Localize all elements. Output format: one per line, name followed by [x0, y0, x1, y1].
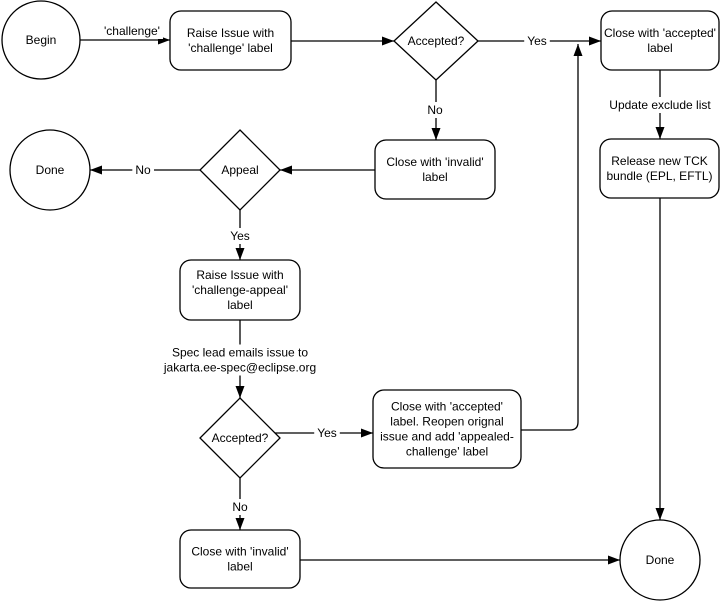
edge-label-background	[424, 102, 446, 118]
label-text: No	[135, 163, 151, 177]
label-text: Begin	[26, 33, 57, 47]
edge-label-background	[229, 499, 251, 515]
rounded-rect-shape	[169, 10, 292, 71]
node-close-accepted-reopen[interactable]: Close with 'accepted'label. Reopen orign…	[372, 389, 522, 469]
node-begin[interactable]: Begin	[1, 0, 81, 80]
node-raise-challenge-issue[interactable]: Raise Issue with'challenge' label	[169, 10, 292, 71]
label-text: Done	[36, 163, 65, 177]
edge-label-appeal-no-to-done: No	[132, 162, 154, 178]
label-text: Yes	[317, 426, 337, 440]
rounded-rect-shape	[600, 10, 720, 71]
label-text: Raise Issue with'challenge' label	[187, 26, 274, 55]
edge-label-background	[101, 23, 163, 39]
label-text: Done	[646, 553, 675, 567]
label-text: Close with 'accepted'label. Reopen orign…	[380, 400, 514, 459]
edge-label-appeal-accepted-no: No	[229, 499, 251, 515]
edge-label-background	[606, 97, 715, 113]
edge-label-background	[524, 33, 550, 49]
label-text: No	[427, 103, 443, 117]
diamond-shape	[199, 397, 281, 479]
edge-label-background	[159, 344, 320, 376]
label-text: Yes	[527, 34, 547, 48]
node-appeal-decision[interactable]: Appeal	[199, 129, 281, 211]
label-text: Update exclude list	[609, 98, 711, 112]
edge-reopen-feedback-to-close-accepted	[521, 44, 583, 431]
node-raise-challenge-appeal-issue[interactable]: Raise Issue with'challenge-appeal'label	[179, 259, 301, 321]
node-done-appeal-rejected[interactable]: Done	[9, 129, 91, 211]
edge-label-accepted-no-to-close-invalid: No	[424, 102, 446, 118]
label-text: Close with 'invalid'label	[386, 155, 483, 184]
diamond-shape	[393, 1, 479, 81]
edge-label-appeal-yes-to-raise-appeal: Yes	[227, 228, 253, 244]
rounded-rect-shape	[374, 139, 496, 200]
rounded-rect-shape	[599, 138, 720, 199]
edge-label-background	[132, 162, 154, 178]
node-appeal-accepted-decision[interactable]: Accepted?	[199, 397, 281, 479]
node-close-invalid-challenge[interactable]: Close with 'invalid'label	[374, 139, 496, 200]
label-text: Yes	[230, 229, 250, 243]
label-text: No	[232, 500, 248, 514]
label-text: Close with 'accepted'label	[604, 26, 716, 55]
edge-label-appeal-accepted-yes: Yes	[314, 425, 340, 441]
label-text: Accepted?	[212, 431, 269, 445]
edge-label-accepted-yes-to-close-accepted: Yes	[524, 33, 550, 49]
label-text: Close with 'invalid'label	[191, 545, 288, 574]
edge-label-begin-to-raise-issue: 'challenge'	[101, 23, 163, 39]
label-text: Accepted?	[408, 34, 465, 48]
rounded-rect-shape	[372, 389, 522, 469]
node-done-final[interactable]: Done	[619, 519, 701, 601]
rounded-rect-shape	[179, 529, 301, 589]
rounded-rect-shape	[179, 259, 301, 321]
circle-shape	[1, 0, 81, 80]
node-close-invalid-appeal[interactable]: Close with 'invalid'label	[179, 529, 301, 589]
diamond-shape	[199, 129, 281, 211]
node-challenge-accepted-decision[interactable]: Accepted?	[393, 1, 479, 81]
edge-label-close-accepted-to-release: Update exclude list	[606, 97, 715, 113]
label-text: Appeal	[221, 163, 258, 177]
edge-layer	[80, 35, 665, 565]
node-close-accepted[interactable]: Close with 'accepted'label	[600, 10, 720, 71]
edge-label-background	[314, 425, 340, 441]
edge-label-background	[227, 228, 253, 244]
label-text: 'challenge'	[104, 24, 160, 38]
circle-shape	[9, 129, 91, 211]
circle-shape	[619, 519, 701, 601]
label-text: Raise Issue with'challenge-appeal'label	[192, 268, 288, 312]
